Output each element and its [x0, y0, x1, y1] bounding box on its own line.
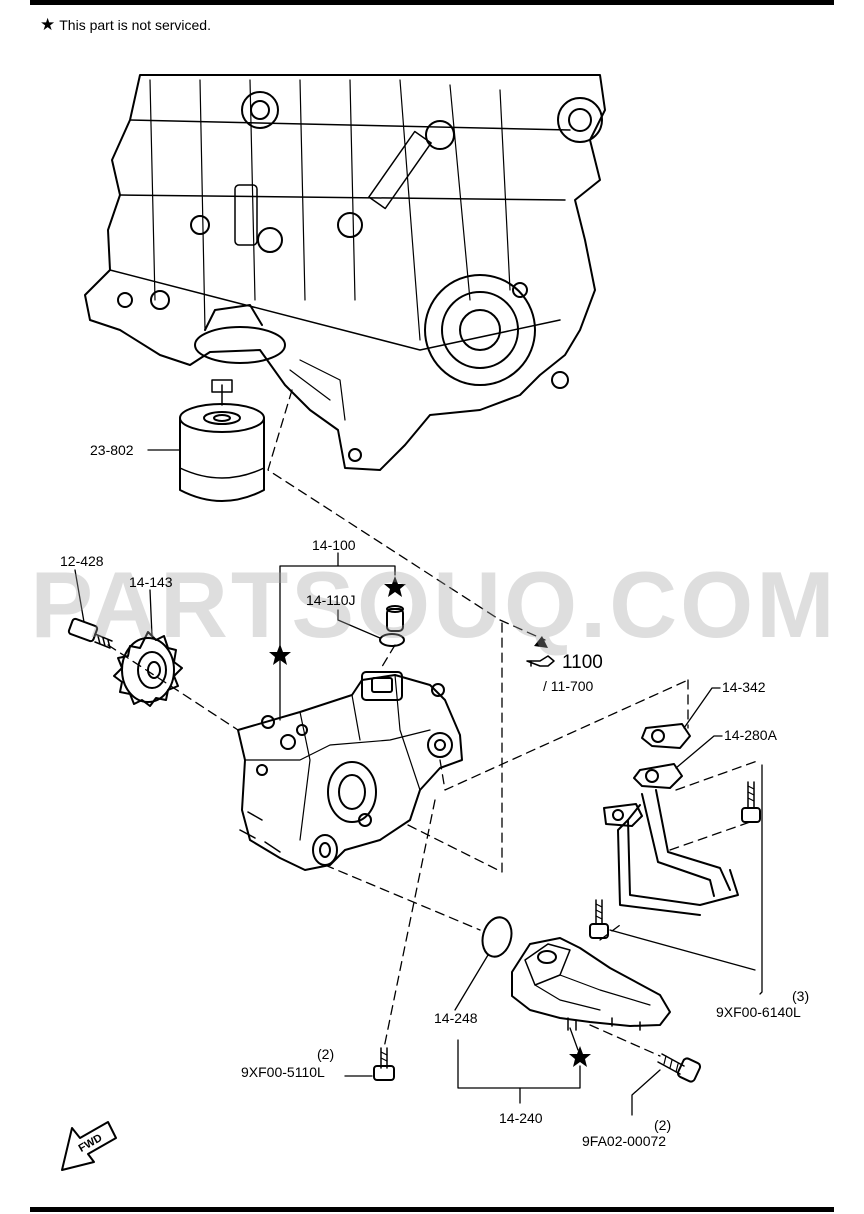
- callout-strainer-bolt[interactable]: 9FA02-00072: [582, 1133, 667, 1149]
- ref-arrowhead-icon: [534, 636, 548, 648]
- sprocket-bolt: [67, 617, 113, 649]
- callout-pipe-bolt[interactable]: 9XF00-6140L: [716, 1004, 801, 1020]
- callout-pump-bolt[interactable]: 9XF00-5110L: [241, 1064, 325, 1080]
- callout-sprocket-bolt[interactable]: 12-428: [60, 553, 104, 569]
- service-note-text: This part is not serviced.: [59, 17, 211, 33]
- pipe-bolt-right: [741, 781, 761, 823]
- callout-ref-group[interactable]: 1100: [562, 652, 603, 673]
- callout-plunger[interactable]: 14-110J: [306, 592, 356, 608]
- bottom-rule: [30, 1207, 834, 1212]
- callout-strainer-o-ring[interactable]: 14-248: [434, 1010, 478, 1026]
- callout-strainer[interactable]: 14-240: [499, 1110, 543, 1126]
- leader-lines: [74, 449, 763, 1116]
- strainer-o-ring: [481, 916, 513, 958]
- callout-pump-bolt-qty: (2): [317, 1046, 335, 1062]
- oil-strainer: [511, 937, 671, 1031]
- callout-sprocket[interactable]: 14-143: [129, 574, 173, 590]
- oil-pump-body: [237, 671, 463, 871]
- callout-gasket[interactable]: 14-342: [722, 679, 766, 695]
- pump-bolt: [373, 1047, 395, 1081]
- reference-arrow-icon: [526, 655, 555, 667]
- engine-block: [84, 74, 606, 471]
- not-serviced-markers: [269, 576, 591, 1067]
- assembly-lines: [107, 389, 761, 1057]
- callout-oil-filter[interactable]: 23-802: [90, 442, 134, 458]
- oil-pipe: [603, 763, 739, 916]
- top-rule: [30, 0, 834, 5]
- callout-pipe-gasket[interactable]: 14-280A: [724, 727, 777, 743]
- fwd-arrow-icon: FWD: [61, 1121, 117, 1171]
- pipe-gasket: [641, 723, 691, 749]
- plunger-o-ring: [379, 633, 405, 647]
- star-icon: [569, 1046, 591, 1067]
- relief-plunger: [386, 605, 404, 632]
- oil-pump-sprocket: [113, 631, 183, 707]
- callout-ref-sub[interactable]: / 11-700: [543, 678, 594, 694]
- strainer-bolt: [657, 1053, 702, 1083]
- callout-oil-pump-assy[interactable]: 14-100: [312, 537, 356, 553]
- callout-strainer-bolt-qty: (2): [654, 1117, 672, 1133]
- star-icon: ★: [40, 15, 56, 34]
- oil-filter: [179, 379, 265, 502]
- callout-pipe-bolt-qty: (3): [792, 988, 810, 1004]
- star-icon: [269, 644, 291, 665]
- star-icon: [384, 576, 406, 597]
- pipe-bolt-left: [589, 899, 609, 939]
- service-note: ★This part is not serviced.: [40, 16, 211, 34]
